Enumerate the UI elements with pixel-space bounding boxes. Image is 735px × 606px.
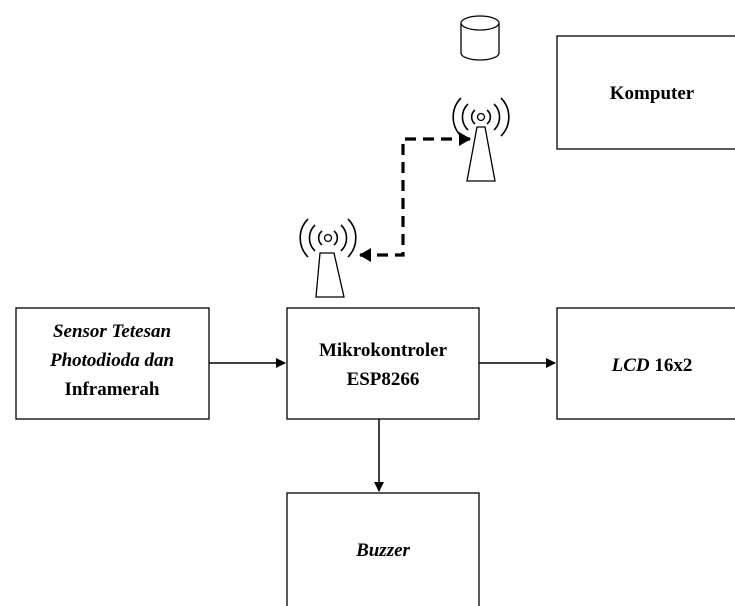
sensor-label-line2: Photodioda dan (49, 350, 174, 371)
wireless-link-arrowhead-right (459, 132, 471, 146)
lcd-label-part2: 16x2 (650, 355, 693, 376)
lcd-block: LCD 16x2 (556, 307, 735, 420)
computer-label: Komputer (610, 83, 695, 104)
wireless-link-dashed (360, 137, 470, 257)
wireless-antenna-icon (299, 218, 357, 298)
mcu-label-line2: ESP8266 (347, 369, 420, 390)
microcontroller-block: Mikrokontroler ESP8266 (286, 307, 480, 420)
database-icon (460, 15, 500, 61)
wireless-link-arrowhead-left (359, 248, 371, 262)
buzzer-label: Buzzer (355, 540, 410, 561)
mcu-label-line1: Mikrokontroler (319, 340, 448, 361)
computer-block: Komputer (556, 35, 735, 150)
lcd-label-part1: LCD (611, 355, 650, 376)
lcd-label: LCD 16x2 (611, 355, 693, 376)
wireless-antenna-icon (452, 97, 510, 182)
sensor-block: Sensor Tetesan Photodioda dan Inframerah (15, 307, 210, 420)
sensor-label-line1: Sensor Tetesan (53, 321, 171, 342)
buzzer-block: Buzzer (286, 492, 480, 606)
sensor-label-line3: Inframerah (65, 379, 160, 400)
